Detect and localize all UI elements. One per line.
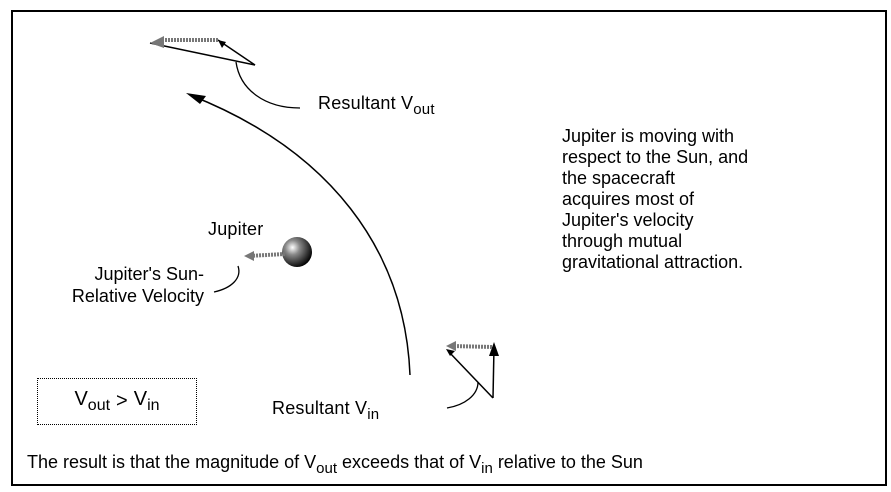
jupiter-velocity-label: Jupiter's Sun- Relative Velocity bbox=[71, 264, 204, 306]
explanation-text: Jupiter is moving with respect to the Su… bbox=[562, 126, 749, 272]
jupiter-planet bbox=[282, 237, 312, 267]
jupiter-label: Jupiter bbox=[208, 219, 264, 239]
spacecraft-trajectory bbox=[189, 94, 411, 376]
vout-gt-vin-box: Vout > Vin bbox=[37, 378, 197, 425]
vout-vector-triangle bbox=[149, 36, 256, 66]
vout-leader bbox=[235, 61, 301, 109]
diagram-frame bbox=[11, 10, 887, 486]
resultant-vout-label: Resultant Vout bbox=[318, 93, 435, 118]
resultant-vin-label: Resultant Vin bbox=[272, 398, 380, 423]
conclusion-text: The result is that the magnitude of Vout… bbox=[27, 452, 643, 477]
jupiter-velocity-leader bbox=[213, 265, 240, 293]
trajectory-arrowhead bbox=[186, 93, 206, 104]
jupiter-velocity-arrow bbox=[247, 252, 286, 258]
vin-leader bbox=[446, 381, 479, 409]
vin-vector-triangle bbox=[446, 341, 499, 399]
